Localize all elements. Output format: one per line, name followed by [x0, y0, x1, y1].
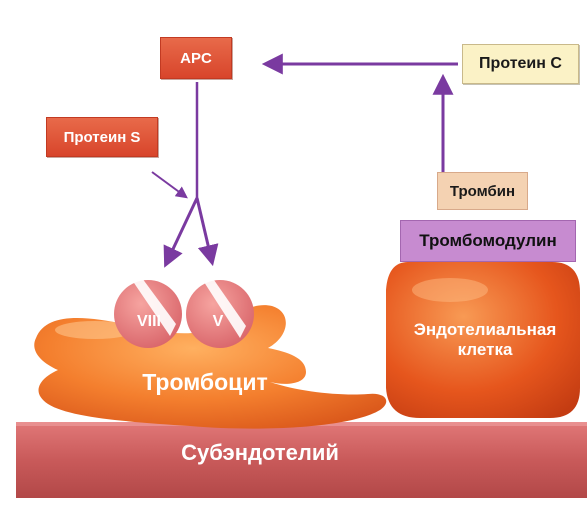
apc-to-v-arrow	[197, 198, 212, 262]
protein-s-cofactor-arrow	[152, 172, 186, 197]
protein-s-label: Протеин S	[64, 129, 141, 146]
apc-box: APC	[160, 37, 232, 79]
protein-s-box: Протеин S	[46, 117, 158, 157]
thrombomodulin-box: Тромбомодулин	[400, 220, 576, 262]
platelet-label: Тромбоцит	[120, 369, 290, 396]
thrombin-label: Тромбин	[450, 183, 515, 200]
apc-label: APC	[180, 50, 212, 67]
factor-viii-label: VIII	[124, 313, 174, 331]
thrombin-box: Тромбин	[437, 172, 528, 210]
factor-v-label: V	[203, 313, 233, 331]
subendothelium-label: Субэндотелий	[130, 440, 390, 466]
thrombomodulin-label: Тромбомодулин	[419, 231, 557, 251]
protein-c-box: Протеин С	[462, 44, 579, 84]
protein-c-label: Протеин С	[479, 55, 562, 73]
endothelial-cell-label: Эндотелиальная клетка	[392, 320, 578, 360]
apc-to-viii-arrow	[166, 198, 197, 264]
